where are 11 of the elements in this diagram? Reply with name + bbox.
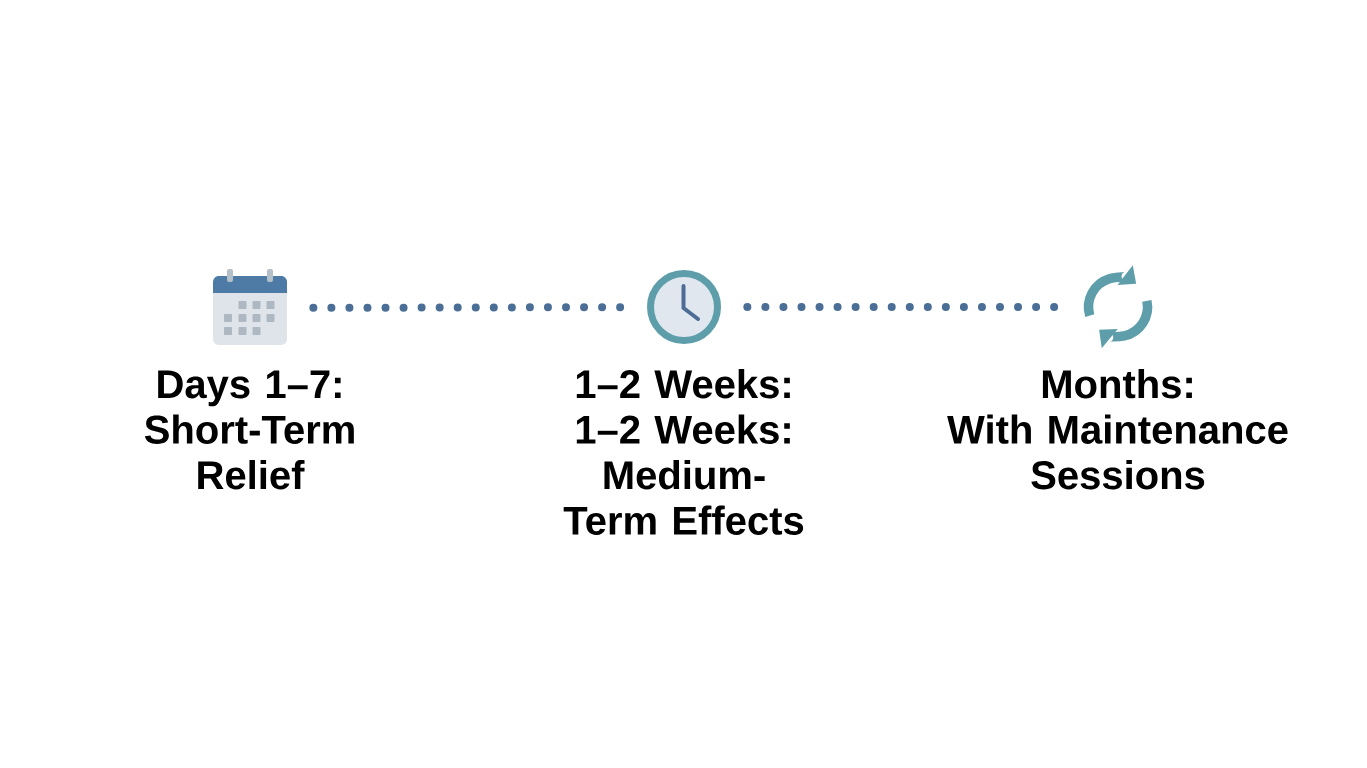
dotted-connector [743, 303, 1059, 311]
calendar-icon [213, 269, 287, 345]
stage-heading: 1–2 Weeks: [576, 369, 790, 399]
stage-heading: Months: [1042, 369, 1192, 399]
stage-heading: Days 1–7: [158, 370, 341, 407]
stage-description: Short-Term Relief [144, 414, 354, 490]
clock-icon [647, 270, 721, 344]
stage-description: 1–2 Weeks: Medium-Term Effects [563, 414, 804, 535]
refresh-icon [1083, 265, 1153, 349]
dotted-connector [309, 303, 625, 312]
stage-description: With Maintenance Sessions [947, 414, 1288, 490]
